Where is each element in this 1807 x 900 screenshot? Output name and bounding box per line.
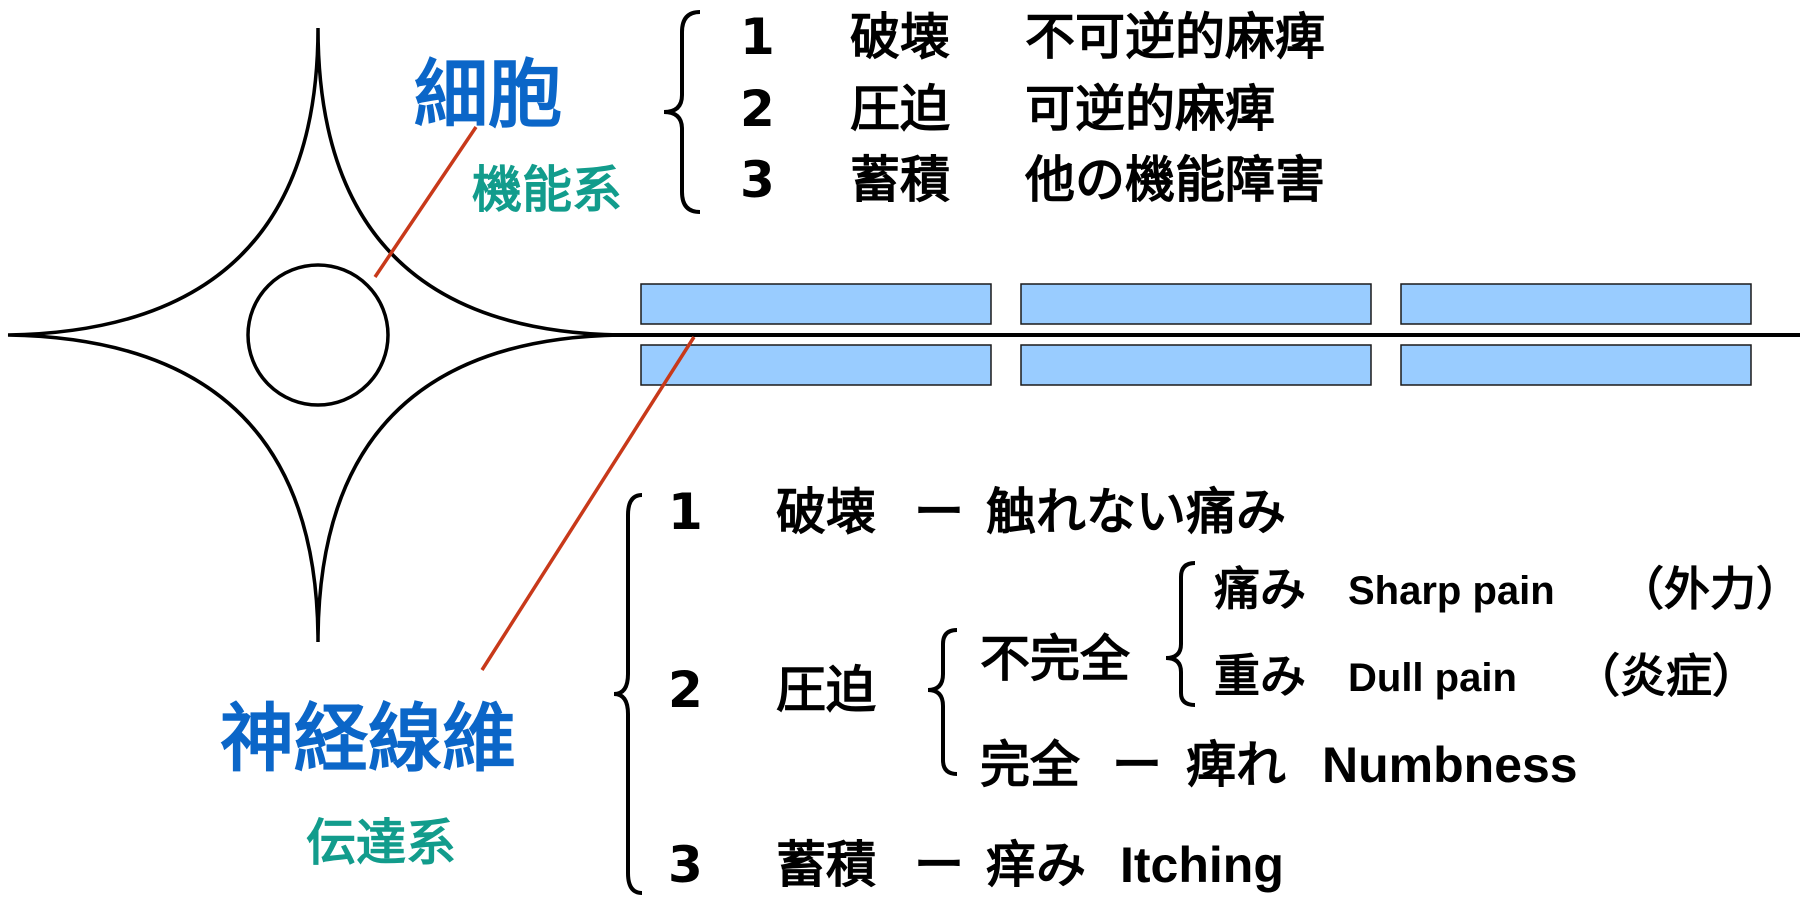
- dull-pain-cause: （炎症）: [1574, 649, 1758, 703]
- cell-item-number: 3: [740, 151, 775, 209]
- myelin-segment: [1020, 344, 1372, 386]
- fiber-item-kind: 圧迫: [776, 661, 876, 719]
- dull-pain-jp: 重み: [1214, 649, 1306, 703]
- itching-en: Itching: [1120, 837, 1284, 893]
- fiber-items-brace: [613, 493, 643, 895]
- fiber-system-label: 伝達系: [306, 814, 456, 872]
- myelin-segment: [1020, 283, 1372, 325]
- cell-label: 細胞: [414, 52, 562, 138]
- fiber-item-effect: 触れない痛み: [986, 483, 1286, 541]
- fiber-item-kind: 破壊: [776, 483, 876, 541]
- dash: ー: [914, 483, 964, 541]
- cell-system-label: 機能系: [472, 161, 622, 219]
- incomplete-label: 不完全: [980, 630, 1130, 688]
- nucleus-circle: [246, 263, 390, 407]
- sharp-pain-jp: 痛み: [1214, 562, 1306, 616]
- cell-item-number: 2: [740, 80, 775, 138]
- numbness-jp: 痺れ: [1186, 736, 1286, 794]
- fiber-item-number: 1: [668, 483, 703, 541]
- sharp-pain-cause: （外力）: [1618, 562, 1802, 616]
- cell-item-kind: 蓄積: [850, 151, 950, 209]
- cell-items-brace: [663, 10, 701, 214]
- fiber-item-kind: 蓄積: [776, 836, 876, 894]
- cell-item-effect: 可逆的麻痺: [1025, 80, 1275, 138]
- fiber-label: 神経線維: [220, 696, 516, 782]
- fiber-item-number: 2: [668, 661, 703, 719]
- dull-pain-en: Dull pain: [1348, 656, 1517, 700]
- cell-item-kind: 破壊: [850, 8, 950, 66]
- neuron-cell-body: [7, 27, 621, 643]
- cell-item-number: 1: [740, 8, 775, 66]
- sharp-pain-en: Sharp pain: [1348, 569, 1555, 613]
- numbness-en: Numbness: [1322, 737, 1578, 793]
- dash: ー: [914, 836, 964, 894]
- myelin-segment: [1400, 283, 1752, 325]
- itching-jp: 痒み: [986, 836, 1086, 894]
- incomplete-brace: [1165, 561, 1196, 707]
- cell-pointer-line: [373, 126, 478, 278]
- cell-item-effect: 不可逆的麻痺: [1025, 8, 1325, 66]
- myelin-segment: [640, 344, 992, 386]
- myelin-segment: [640, 283, 992, 325]
- fiber-item-number: 3: [668, 836, 703, 894]
- dash: ー: [1112, 736, 1162, 794]
- myelin-sheaths: [640, 283, 1752, 386]
- complete-label: 完全: [980, 736, 1080, 794]
- myelin-segment: [1400, 344, 1752, 386]
- fiber-pointer-line: [480, 336, 696, 671]
- cell-item-effect: 他の機能障害: [1025, 151, 1325, 209]
- cell-item-kind: 圧迫: [850, 80, 950, 138]
- compression-brace: [927, 628, 958, 776]
